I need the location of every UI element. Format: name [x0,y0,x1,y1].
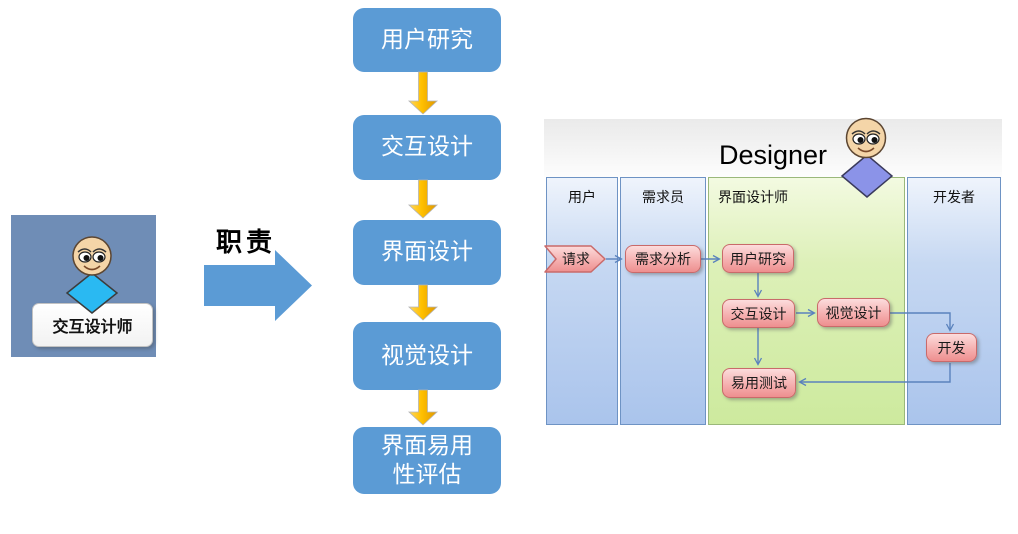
transition-label: 职责 [215,228,276,258]
lane-developer-label: 开发者 [933,189,975,205]
right-block-arrow-icon [204,250,312,321]
designer-person-icon [840,117,894,198]
node-request-label: 请求 [562,251,590,267]
chevron-shape-icon [544,245,606,273]
lane-requirements: 需求员 [620,177,706,425]
flow-step-usability-evaluation: 界面易用性评估 [353,427,501,494]
node-request: 请求 [543,244,609,274]
node-develop: 开发 [926,333,977,362]
lane-developer: 开发者 [907,177,1001,425]
flow-step-interaction-design: 交互设计 [353,115,501,180]
diamond-body-icon [65,272,119,314]
lane-user: 用户 [546,177,618,425]
node-interaction-design: 交互设计 [722,299,795,328]
flow-down-arrows-icon [407,71,439,426]
flow-step-user-research: 用户研究 [353,8,501,72]
flow-connectors-icon [606,254,955,387]
node-user-research: 用户研究 [722,244,794,273]
node-usability-test: 易用测试 [722,368,796,398]
node-requirement-analysis: 需求分析 [625,245,701,273]
lane-user-label: 用户 [568,189,596,205]
flow-step-interface-design: 界面设计 [353,220,501,285]
diamond-body-icon [840,154,894,198]
swimlane-title-band [544,119,1002,177]
face-icon [845,117,887,159]
person-icon [65,236,119,314]
flow-step-visual-design: 视觉设计 [353,322,501,390]
face-icon [72,236,112,276]
swimlane-title: Designer [718,140,828,170]
node-visual-design: 视觉设计 [817,298,890,327]
lane-ui-designer-label: 界面设计师 [718,189,788,205]
lane-requirements-label: 需求员 [642,189,684,205]
